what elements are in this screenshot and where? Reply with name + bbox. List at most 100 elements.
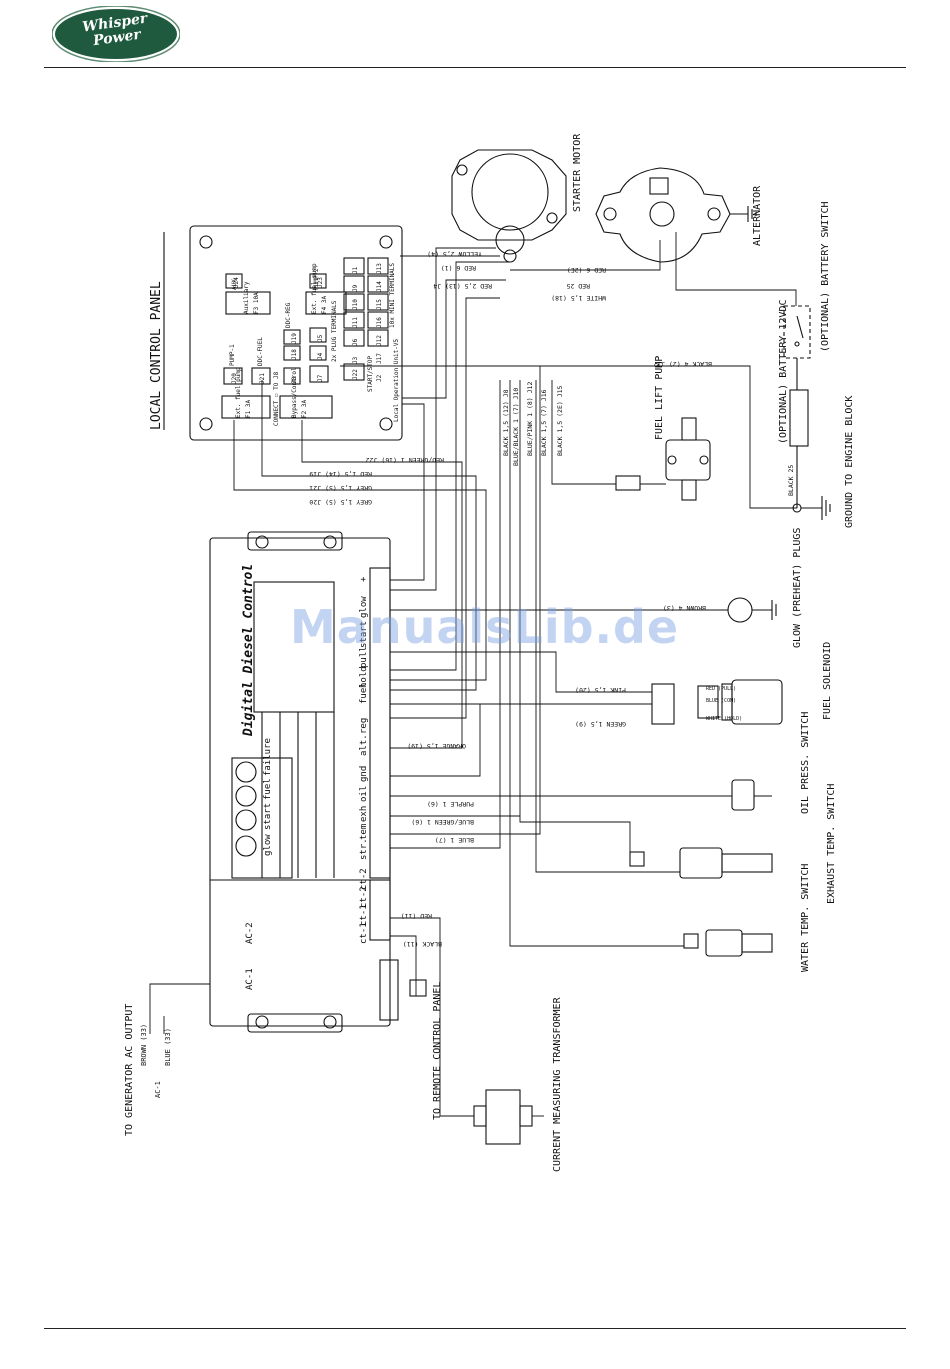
term-ct2-a: ct-2	[359, 868, 369, 890]
term-hold: hold	[359, 666, 369, 688]
fuse-f1: F1 3A	[245, 400, 252, 418]
caption-plug-terminals: 2x PLUG TERMINALS	[331, 300, 338, 362]
label-remote: TO REMOTE CONTROL PANEL	[432, 982, 443, 1120]
jack-j20: J20	[231, 373, 238, 384]
jack-j11: J11	[352, 317, 359, 328]
fuse-note-bypass: Bypass/Control	[291, 367, 298, 418]
term-start: start	[359, 621, 369, 648]
jack-j19: J19	[291, 333, 298, 344]
wire-blue-black-j10: BLUE/BLACK 1 (7) J10	[512, 388, 520, 466]
caption-mini-terminals: 10x MINI TERMINALS	[389, 263, 396, 328]
wire-grey-j20: GREY 1,5 (5) J20	[309, 498, 372, 506]
water-temp-switch	[705, 929, 743, 957]
panel-title: LOCAL CONTROL PANEL	[149, 281, 164, 430]
jack-j4: J4	[317, 352, 324, 360]
local-control-panel	[189, 225, 403, 441]
fuse-note-auxiliary: Auxiliary	[243, 281, 250, 314]
ac-1-label: AC-1	[154, 1081, 162, 1098]
glow-plug	[727, 597, 753, 623]
exhaust-temp-switch	[679, 847, 723, 879]
caption-pump1: PUMP-1	[229, 344, 236, 366]
led-glow: glow	[263, 834, 273, 856]
solenoid-red-pull: RED (PULL)	[706, 686, 736, 692]
jack-j6: J6	[352, 338, 359, 346]
jack-j1: J1	[352, 266, 359, 274]
ddc-ac2: AC-2	[245, 922, 255, 944]
wire-purple: PURPLE 1 (6)	[427, 800, 474, 808]
fuel-lift-pump	[665, 439, 711, 481]
jack-j8: J8	[291, 376, 298, 384]
jack-j10: J10	[352, 299, 359, 310]
fuse-note-ext-pump: Ext. fuel pump	[311, 263, 318, 314]
caption-operation-unit: Local Operation Unit-V5	[393, 339, 400, 422]
wire-red-green-j22: RED/GREEN 1 (16) J22	[366, 456, 444, 464]
jack-j9: J9	[352, 284, 359, 292]
wire-red-25-j4: RED 2,5 (13) J4	[433, 282, 492, 290]
fuse-note-ext-pump-2: Ext. fuel pump	[235, 367, 242, 418]
label-ground: GROUND TO ENGINE BLOCK	[844, 396, 855, 528]
wire-red-25: RED 25	[566, 282, 590, 290]
jack-j5: J5	[317, 334, 324, 342]
term-ct1-a: ct-1	[359, 904, 369, 926]
jack-j14: J14	[376, 281, 383, 292]
label-alternator: ALTERNATOR	[752, 185, 763, 246]
wire-brown: BROWN 4 (3)	[663, 604, 706, 612]
label-glow-plugs: GLOW (PREHEAT) PLUGS	[792, 528, 803, 648]
jack-j2: J2	[376, 374, 383, 382]
starter-motor	[451, 149, 567, 241]
jack-j15: J15	[376, 299, 383, 310]
jack-j17: J17	[376, 353, 383, 364]
oil-pressure-switch	[731, 779, 755, 811]
fuse-f4: F4 3A	[321, 296, 328, 314]
term-fuel: fuel	[359, 682, 369, 704]
label-fuel-pump: FUEL LIFT PUMP	[654, 356, 665, 440]
jack-j12: J12	[376, 335, 383, 346]
term-plus: +	[359, 576, 369, 582]
jack-j13: J13	[376, 263, 383, 274]
wire-blue-pink-j12: BLUE/PINK 1 (8) J12	[526, 382, 534, 456]
jack-j3: J3	[352, 356, 359, 364]
header-rule	[44, 67, 906, 68]
footer-rule	[44, 1328, 906, 1329]
wire-black-j15: BLACK 1,5 (2E) J15	[556, 385, 564, 456]
term-gnd: gnd	[359, 766, 369, 782]
fuse-f2: F2 3A	[301, 400, 308, 418]
term-glow: glow	[359, 596, 369, 618]
jack-j21: J21	[259, 373, 266, 384]
label-exhaust-switch: EXHAUST TEMP. SWITCH	[826, 784, 837, 904]
ddc-title: Digital Diesel Control	[241, 564, 256, 737]
term-reg: reg	[359, 718, 369, 734]
term-tem: tem	[359, 824, 369, 840]
fuse-f3: F3 10A	[253, 292, 260, 314]
term-exh: exh	[359, 806, 369, 822]
whisper-power-logo	[52, 6, 180, 62]
ac-brown-wire: BROWN (33)	[140, 1024, 148, 1066]
wire-red-11: RED (11)	[401, 912, 432, 920]
wire-green: GREEN 1,5 (9)	[575, 720, 626, 728]
alternator	[595, 167, 731, 263]
term-pull: pull	[359, 646, 369, 668]
watermark: ManualsLib.de	[290, 600, 680, 654]
ac-blue-wire: BLUE (33)	[164, 1028, 172, 1066]
wire-orange: ORANGE 1,5 (19)	[407, 742, 466, 750]
label-generator: TO GENERATOR AC OUTPUT	[124, 1004, 135, 1136]
wire-blue: BLUE 1 (7)	[435, 836, 474, 844]
jack-j16: J16	[376, 317, 383, 328]
wire-red-j19: RED 1,5 (14) J19	[309, 470, 372, 478]
caption-ddc-fuel: DDC-FUEL	[257, 337, 264, 366]
label-battery: (OPTIONAL) BATTERY 12VDC	[778, 300, 789, 445]
term-ct1-b: ct-1	[359, 922, 369, 944]
caption-ddc-reg: DDC-REG	[285, 302, 292, 328]
wire-yellow: YELLOW 2,5 (4)	[427, 250, 482, 258]
label-oil-switch: OIL PRESS. SWITCH	[800, 712, 811, 814]
solenoid-white-hold: WHITE (HOLD)	[706, 716, 742, 722]
jack-j7: J7	[317, 374, 324, 382]
solenoid-blue-com: BLUE (COM)	[706, 698, 736, 704]
current-transformer	[485, 1089, 521, 1145]
led-start: start	[263, 803, 273, 830]
label-fuel-solenoid: FUEL SOLENOID	[822, 642, 833, 720]
jack-j18: J18	[291, 349, 298, 360]
battery	[789, 389, 809, 447]
wire-black-11: BLACK (11)	[403, 940, 442, 948]
